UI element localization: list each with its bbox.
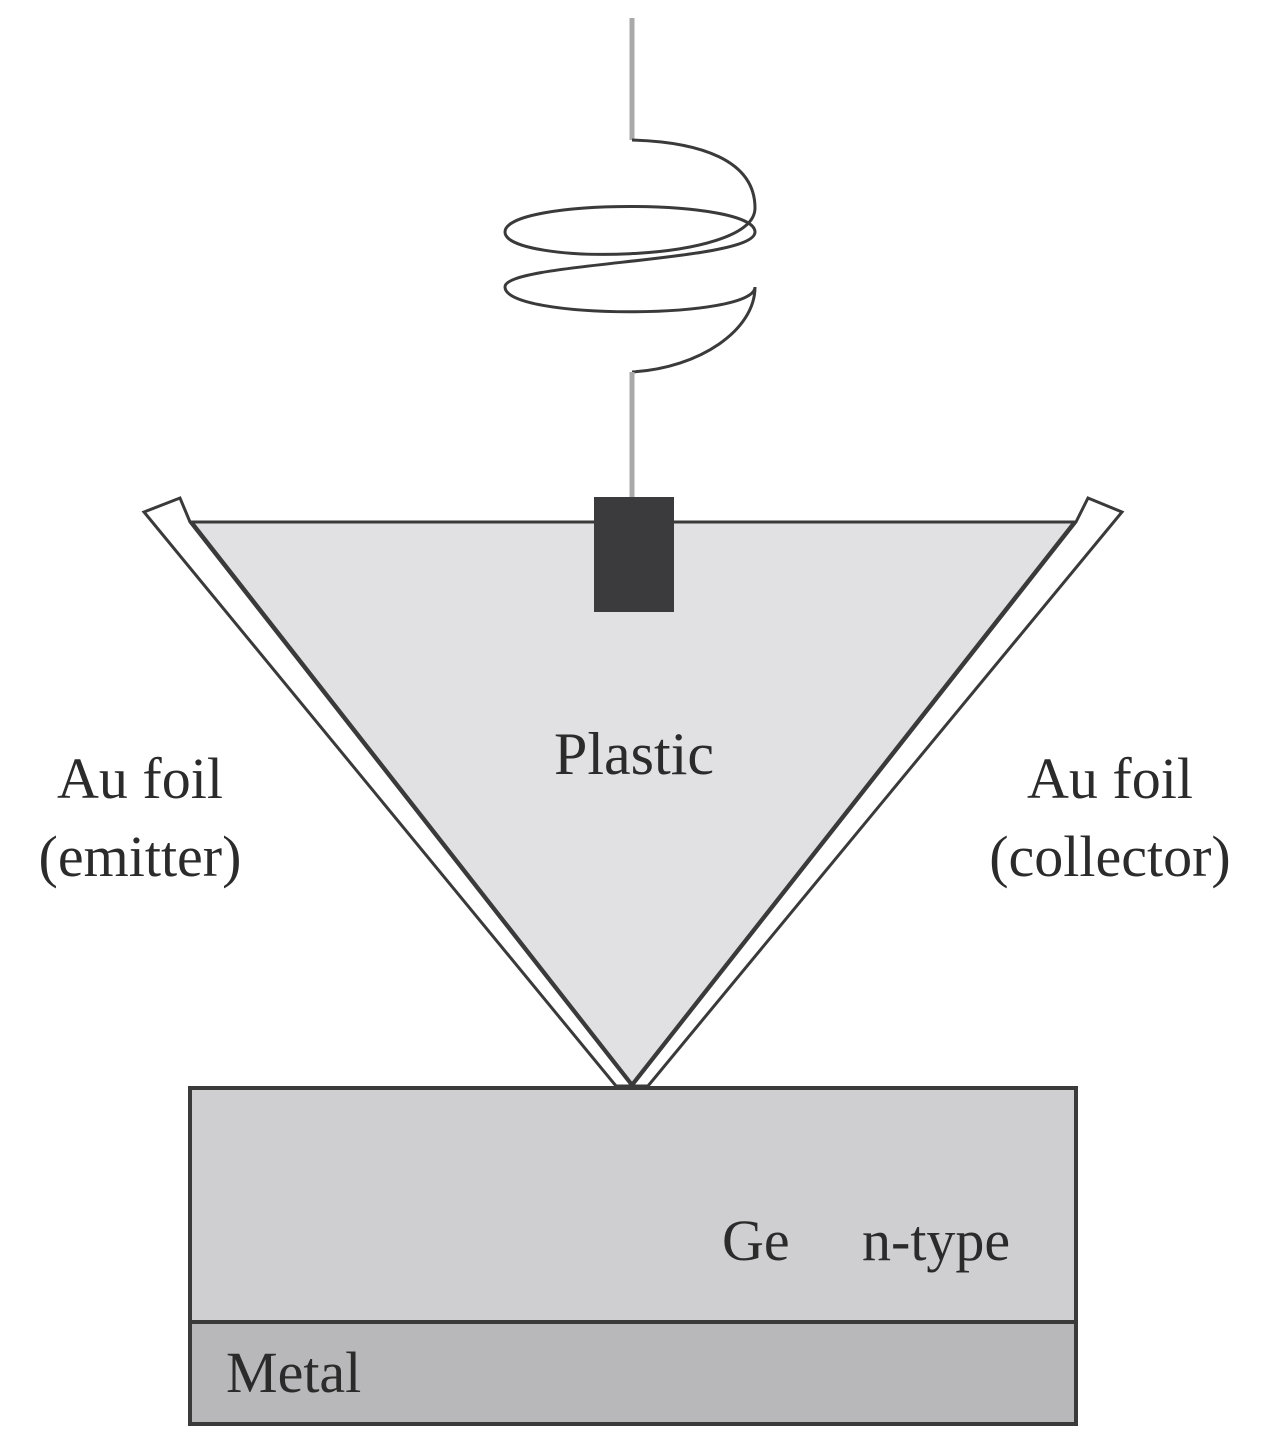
clamp-block xyxy=(594,497,674,612)
metal-base xyxy=(188,1320,1078,1426)
au-foil-emitter-label-line1: Au foil xyxy=(57,746,223,811)
spring-coil xyxy=(503,138,757,374)
germanium-block xyxy=(188,1086,1078,1324)
au-foil-emitter-label-line2: (emitter) xyxy=(39,824,242,889)
metal-label: Metal xyxy=(226,1340,361,1405)
au-foil-collector-label-line2: (collector) xyxy=(989,824,1231,889)
plastic-label: Plastic xyxy=(554,721,714,787)
n-type-label: n-type xyxy=(862,1208,1010,1273)
ge-label: Ge xyxy=(722,1208,790,1273)
au-foil-collector-label-line1: Au foil xyxy=(1027,746,1193,811)
